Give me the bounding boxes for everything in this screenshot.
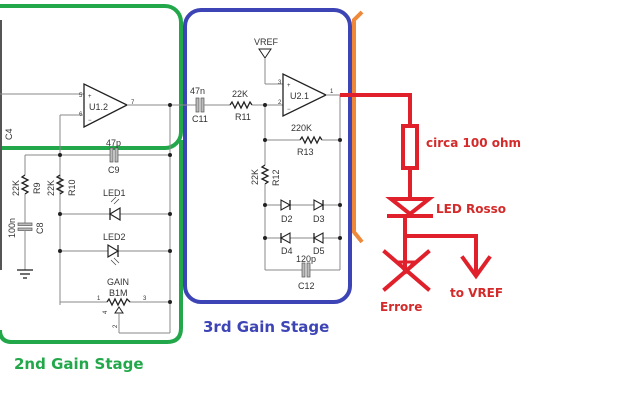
svg-text:D5: D5: [313, 246, 325, 256]
r9-ref: R9: [32, 182, 42, 194]
annotation-to-vref: to VREF: [450, 286, 503, 300]
error-cross-icon: [382, 249, 431, 292]
svg-text:1: 1: [97, 296, 101, 302]
diode-d2: D2: [280, 199, 293, 224]
resistor-r9: [20, 174, 30, 195]
svg-text:C12: C12: [298, 281, 315, 291]
potentiometer-gain: GAIN B1M 1 3 2 4: [97, 277, 171, 334]
ground-icon: [17, 269, 33, 279]
r9-value: 22K: [11, 180, 21, 196]
svg-text:LED1: LED1: [103, 188, 126, 198]
resistor-r13: [299, 135, 323, 145]
stage2-label: 2nd Gain Stage: [14, 355, 144, 373]
junction-dots: [58, 103, 172, 304]
svg-text:47p: 47p: [106, 138, 121, 148]
svg-text:D2: D2: [281, 214, 293, 224]
led1: LED1: [103, 188, 126, 222]
r11-ref: R11: [235, 112, 251, 122]
svg-text:−: −: [287, 107, 291, 113]
red-modification: [340, 93, 492, 292]
svg-text:2: 2: [113, 324, 119, 328]
r11-value: 22K: [232, 89, 248, 99]
stage2-box: [0, 4, 183, 150]
svg-text:−: −: [88, 118, 92, 124]
capacitor-c8: 100n C8: [7, 218, 45, 238]
annotation-error: Errore: [380, 300, 422, 314]
svg-text:VREF: VREF: [254, 37, 279, 47]
stage4-box-edge: [352, 10, 364, 244]
svg-text:2: 2: [278, 100, 282, 106]
svg-text:3: 3: [278, 80, 282, 86]
r12-value: 22K: [250, 169, 260, 185]
resistor-r12: [260, 164, 270, 185]
annotation-led: LED Rosso: [436, 202, 506, 216]
diode-d3: D3: [313, 199, 325, 224]
vref-symbol: VREF: [254, 37, 283, 85]
svg-text:+: +: [88, 94, 92, 100]
svg-text:C11: C11: [192, 114, 208, 124]
svg-text:1: 1: [330, 89, 334, 95]
svg-text:C8: C8: [35, 222, 45, 234]
capacitor-c9: 47p C9: [106, 138, 121, 175]
u2-1-label: U2.1: [290, 91, 309, 101]
resistor-r11: [229, 100, 253, 110]
c4-label: C4: [4, 128, 14, 140]
r10-ref: R10: [67, 179, 77, 196]
svg-text:C9: C9: [108, 165, 120, 175]
capacitor-c12: 120p C12: [296, 254, 316, 291]
svg-text:7: 7: [131, 100, 135, 106]
svg-text:D4: D4: [281, 246, 293, 256]
led-rosso: [385, 197, 435, 218]
opamp-u1-2: + − U1.2 5 6 7: [79, 82, 135, 129]
svg-text:5: 5: [79, 93, 83, 99]
svg-text:D3: D3: [313, 214, 325, 224]
opamp-u2-1: + − U2.1 3 2 1: [278, 72, 334, 118]
u1-2-label: U1.2: [89, 102, 108, 112]
r10-value: 22K: [46, 180, 56, 196]
svg-text:LED2: LED2: [103, 232, 126, 242]
resistor-100-ohm: [401, 124, 419, 170]
stage3-box: [183, 8, 352, 304]
diode-d4: D4: [279, 232, 293, 256]
svg-text:B1M: B1M: [109, 288, 128, 298]
r13-value: 220K: [291, 123, 312, 133]
svg-text:100n: 100n: [7, 218, 17, 238]
diode-d5: D5: [312, 232, 325, 256]
led2: LED2: [103, 232, 126, 266]
junction-dots: [263, 103, 342, 240]
svg-text:+: +: [287, 83, 291, 89]
stage3-label: 3rd Gain Stage: [203, 318, 329, 336]
r13-ref: R13: [297, 147, 314, 157]
resistor-r10: [55, 174, 65, 195]
svg-text:47n: 47n: [190, 86, 205, 96]
svg-text:120p: 120p: [296, 254, 316, 264]
svg-text:4: 4: [103, 310, 109, 314]
svg-text:GAIN: GAIN: [107, 277, 129, 287]
annotation-resistor: circa 100 ohm: [426, 136, 521, 150]
stage2-box-bottom: [0, 140, 183, 344]
svg-text:3: 3: [143, 296, 147, 302]
r12-ref: R12: [271, 169, 281, 186]
